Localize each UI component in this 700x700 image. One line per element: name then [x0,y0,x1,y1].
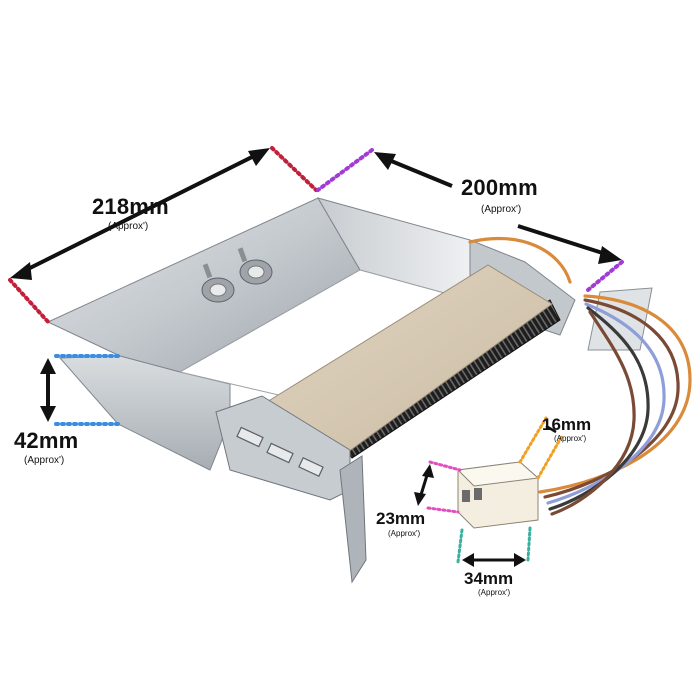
heater-element-assembly [46,197,692,584]
wiring-harness [468,236,692,516]
dimension-200-value: 200mm [461,175,538,200]
dimension-16-note: (Approx') [554,434,587,443]
dimension-42-marker [40,354,124,426]
dimension-200-note: (Approx') [481,204,522,215]
terminal-clips [236,426,324,477]
front-fin [339,455,367,584]
dimension-23-value: 23mm [376,509,426,528]
dimension-218-value: 218mm [92,194,169,219]
dimension-218-marker [8,146,318,326]
dimension-34-value: 34mm [464,569,514,588]
plug-connector [456,461,540,529]
dimension-23-marker [414,460,462,514]
dimension-16-marker [518,416,564,480]
dimension-16-value: 16mm [542,415,592,434]
dimension-42-note: (Approx') [24,455,65,466]
thermostat-pair [201,247,273,303]
dimension-34-marker [456,526,532,567]
left-side-panel [58,355,231,471]
dimension-200-marker [316,148,624,292]
dimension-23-note: (Approx') [388,529,421,538]
dimension-34-note: (Approx') [478,588,511,597]
dimension-218-note: (Approx') [108,221,149,232]
dimension-42-value: 42mm [14,428,79,453]
